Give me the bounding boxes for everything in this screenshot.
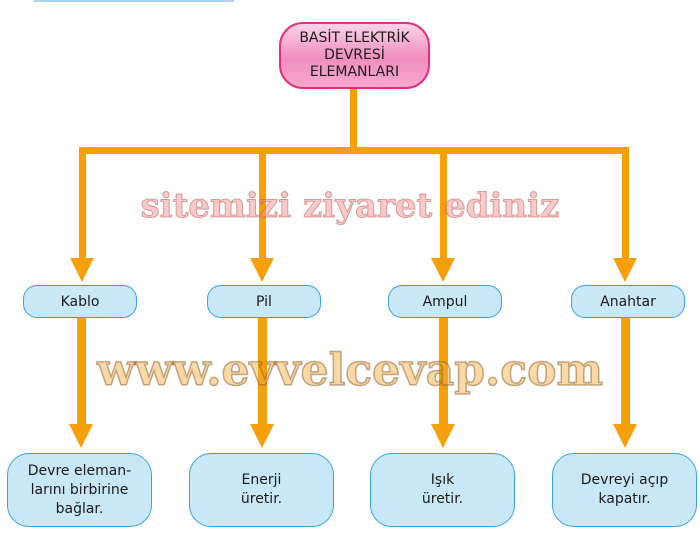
root-connector: [350, 89, 357, 153]
node-kablo: Kablo: [23, 285, 137, 318]
connector-kablo: [79, 150, 86, 260]
connector-ampul: [440, 150, 447, 260]
desc-pil: Enerji üretir.: [189, 453, 334, 527]
node-pil: Pil: [207, 285, 321, 318]
node-anahtar: Anahtar: [571, 285, 685, 318]
connector-pil-desc: [258, 318, 267, 428]
top-divider: [34, 0, 234, 2]
desc-kablo: Devre eleman- larını birbirine bağlar.: [7, 453, 152, 527]
connector-pil: [259, 150, 266, 260]
arrow-head-icon: [613, 258, 637, 282]
arrow-head-icon: [431, 424, 455, 448]
arrow-head-icon: [250, 258, 274, 282]
connector-anahtar-desc: [621, 318, 630, 428]
arrow-head-icon: [431, 258, 455, 282]
root-node: BASİT ELEKTRİK DEVRESİ ELEMANLARI: [279, 22, 430, 89]
connector-ampul-desc: [439, 318, 448, 428]
connector-anahtar: [622, 150, 629, 260]
arrow-head-icon: [70, 258, 94, 282]
arrow-head-icon: [613, 424, 637, 448]
node-ampul: Ampul: [388, 285, 502, 318]
watermark-slogan: sitemizi ziyaret ediniz: [140, 186, 560, 227]
desc-ampul: Işık üretir.: [370, 453, 515, 527]
arrow-head-icon: [250, 424, 274, 448]
connector-kablo-desc: [77, 318, 86, 428]
horizontal-connector: [79, 147, 629, 154]
arrow-head-icon: [69, 424, 93, 448]
watermark-url: www.evvelcevap.com: [96, 344, 604, 397]
desc-anahtar: Devreyi açıp kapatır.: [552, 453, 697, 527]
